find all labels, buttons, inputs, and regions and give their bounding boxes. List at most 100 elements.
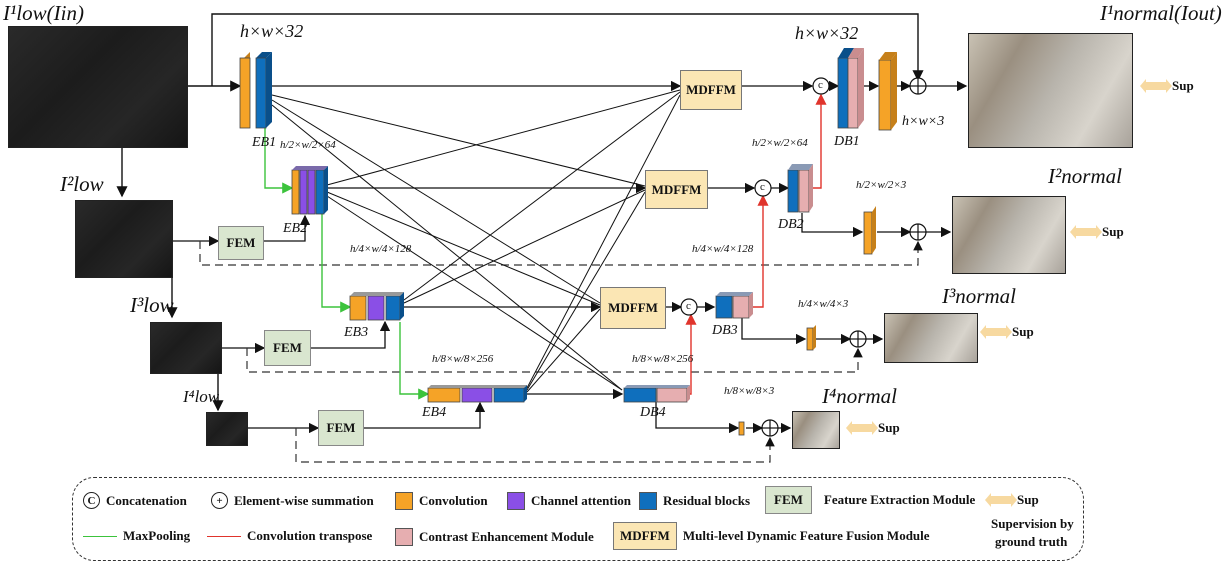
- concat-glyph-1: c: [818, 79, 823, 91]
- legend-channel-attention-label: Channel attention: [531, 493, 632, 508]
- contrast-swatch: [395, 528, 413, 546]
- legend-maxpooling: MaxPooling: [83, 528, 190, 544]
- db2-to-conv-line: [801, 213, 864, 238]
- output-image-normal3: [884, 313, 978, 363]
- cross-scale-lines: [271, 89, 681, 393]
- dim128-right-label: h/4×w/4×128: [692, 243, 754, 255]
- i4low-label: I⁴low: [183, 387, 220, 406]
- dashed-skip-2: [199, 240, 923, 266]
- sup-label: Sup: [1012, 324, 1034, 339]
- output-image-normal1: [968, 33, 1133, 148]
- residual-swatch: [639, 492, 657, 510]
- fem-module-4: FEM: [318, 410, 364, 446]
- db4-block: [623, 385, 690, 403]
- convtrans-line-2: [750, 194, 769, 308]
- db3-block: [715, 292, 753, 319]
- out2-label: I²normal: [1048, 164, 1122, 188]
- legend-sup-desc-1: Supervision by: [991, 516, 1074, 532]
- concat-glyph-3: c: [686, 300, 691, 312]
- mdffm-module-2: MDFFM: [645, 170, 708, 209]
- legend-maxpooling-label: MaxPooling: [123, 528, 191, 543]
- db4-conv: [738, 421, 745, 436]
- dashed-skip-4: [295, 428, 775, 463]
- out3-label: I³normal: [942, 284, 1016, 308]
- eb3-label: EB3: [344, 325, 369, 340]
- sup-label: Sup: [878, 420, 900, 435]
- hw32-right-label: h×w×32: [795, 23, 859, 43]
- maxpool-line-1: [264, 128, 294, 194]
- sum-icon: +: [211, 492, 228, 509]
- legend-channel-attention: Channel attention: [507, 492, 631, 510]
- eb3-block: [349, 292, 404, 321]
- mdffm-module-1: MDFFM: [680, 70, 742, 110]
- sup-arrow-icon: [980, 325, 1012, 339]
- db2-conv: [863, 206, 876, 255]
- skip-connection-line: [211, 13, 924, 86]
- eb2-block: [291, 166, 328, 215]
- legend-residual-label: Residual blocks: [663, 493, 751, 508]
- dim256-left-label: h/8×w/8×256: [432, 353, 494, 365]
- fem-module-3: FEM: [264, 330, 311, 366]
- sup-marker-1: Sup: [1140, 78, 1194, 94]
- maxpool-line-2: [321, 214, 352, 313]
- dim128-left-label: h/4×w/4×128: [350, 243, 412, 255]
- dim64-right-label: h/2×w/2×64: [752, 137, 808, 149]
- legend-fem-desc: Feature Extraction Module: [823, 492, 976, 507]
- concat-circles: [680, 77, 830, 316]
- db4-label: DB4: [640, 405, 666, 420]
- sup-arrow-icon: [985, 493, 1017, 507]
- input-image-low4: [206, 412, 248, 446]
- eb4-block: [427, 385, 527, 403]
- i3low-label: I³low: [130, 293, 174, 317]
- legend-mdffm-box: MDFFM: [613, 522, 677, 550]
- db1-block: [837, 48, 864, 129]
- convolution-swatch: [395, 492, 413, 510]
- out4-label: I⁴normal: [822, 384, 897, 408]
- hw32-left-label: h×w×32: [240, 21, 304, 41]
- out1-label: I¹normal(Iout): [1100, 1, 1222, 25]
- db1-label: DB1: [834, 134, 860, 149]
- legend-elementwise-label: Element-wise summation: [234, 492, 374, 508]
- legend-fem: FEM Feature Extraction Module: [765, 486, 975, 514]
- legend-contrast: Contrast Enhancement Module: [395, 528, 594, 546]
- legend-concatenation-label: Concatenation: [106, 492, 187, 508]
- input-image-low1: [8, 26, 188, 148]
- eb1-label: EB1: [252, 135, 277, 150]
- sup-label: Sup: [1102, 224, 1124, 239]
- legend-convtrans-label: Convolution transpose: [247, 528, 373, 543]
- dim256-right-label: h/8×w/8×256: [632, 353, 694, 365]
- output-image-normal4: [792, 411, 840, 449]
- mdffm-module-3: MDFFM: [600, 287, 666, 329]
- channel-attention-swatch: [507, 492, 525, 510]
- legend-residual: Residual blocks: [639, 492, 750, 510]
- dim64-left-label: h/2×w/2×64: [280, 139, 336, 151]
- dashed-skip-3: [246, 347, 863, 373]
- input-image-low2: [75, 200, 173, 278]
- sup-arrow-icon: [1070, 225, 1102, 239]
- input-image-low3: [150, 322, 222, 374]
- eb1-block: [239, 52, 272, 129]
- maxpool-line-swatch: [83, 535, 117, 537]
- db3-conv: [806, 325, 816, 351]
- fem3-to-eb3-line: [309, 320, 391, 349]
- db4-to-conv-line: [655, 402, 740, 434]
- legend-sup-desc-2: ground truth: [995, 534, 1067, 550]
- fem2-to-eb2-line: [262, 214, 311, 242]
- legend-sup-desc-1-text: Supervision by: [991, 516, 1074, 531]
- input-label: I¹low(Iin): [3, 1, 84, 25]
- eb4-label: EB4: [422, 405, 447, 420]
- sum-circles: [761, 77, 927, 437]
- legend-convolution: Convolution: [395, 492, 488, 510]
- sup-arrow-icon: [1140, 79, 1172, 93]
- legend-elementwise: + Element-wise summation: [211, 492, 374, 509]
- sup-marker-3: Sup: [980, 324, 1034, 340]
- db3-label: DB3: [712, 323, 738, 338]
- legend: C Concatenation + Element-wise summation…: [72, 477, 1084, 561]
- legend-contrast-label: Contrast Enhancement Module: [419, 529, 594, 544]
- db2-label: DB2: [778, 217, 804, 232]
- eb2-label: EB2: [283, 221, 308, 236]
- legend-sup: Sup: [985, 492, 1039, 508]
- fem4-to-eb4-line: [362, 401, 486, 429]
- dim3-h4-label: h/4×w/4×3: [798, 298, 849, 310]
- dim3-h8-label: h/8×w/8×3: [724, 385, 775, 397]
